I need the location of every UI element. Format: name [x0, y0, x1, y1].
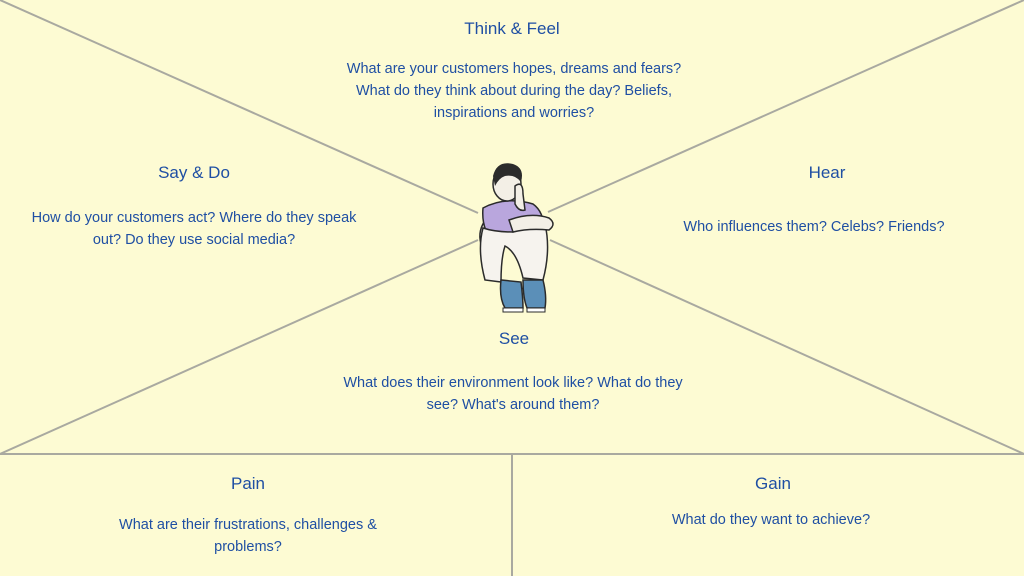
say-do-title: Say & Do — [158, 163, 230, 182]
pain-text: What are their frustrations, challenges … — [119, 517, 377, 555]
think-feel-text: What are your customers hopes, dreams an… — [346, 61, 682, 121]
hear-text: Who influences them? Celebs? Friends? — [683, 219, 945, 235]
diagonal-bottom-left — [0, 239, 479, 455]
hear-title: Hear — [808, 163, 846, 182]
pain-title: Pain — [230, 474, 266, 493]
gain-title: Gain — [755, 474, 791, 493]
person-illustration — [479, 163, 554, 313]
think-feel-title: Think & Feel — [464, 19, 560, 38]
see-title: See — [498, 329, 530, 348]
gain-text: What do they want to achieve? — [671, 512, 871, 528]
say-do-text: How do your customers act? Where do they… — [31, 210, 357, 248]
diagonal-top-left — [0, 0, 479, 214]
diagonal-bottom-right — [549, 239, 1024, 455]
see-text: What does their environment look like? W… — [343, 375, 683, 413]
diagonal-top-right — [547, 0, 1024, 213]
